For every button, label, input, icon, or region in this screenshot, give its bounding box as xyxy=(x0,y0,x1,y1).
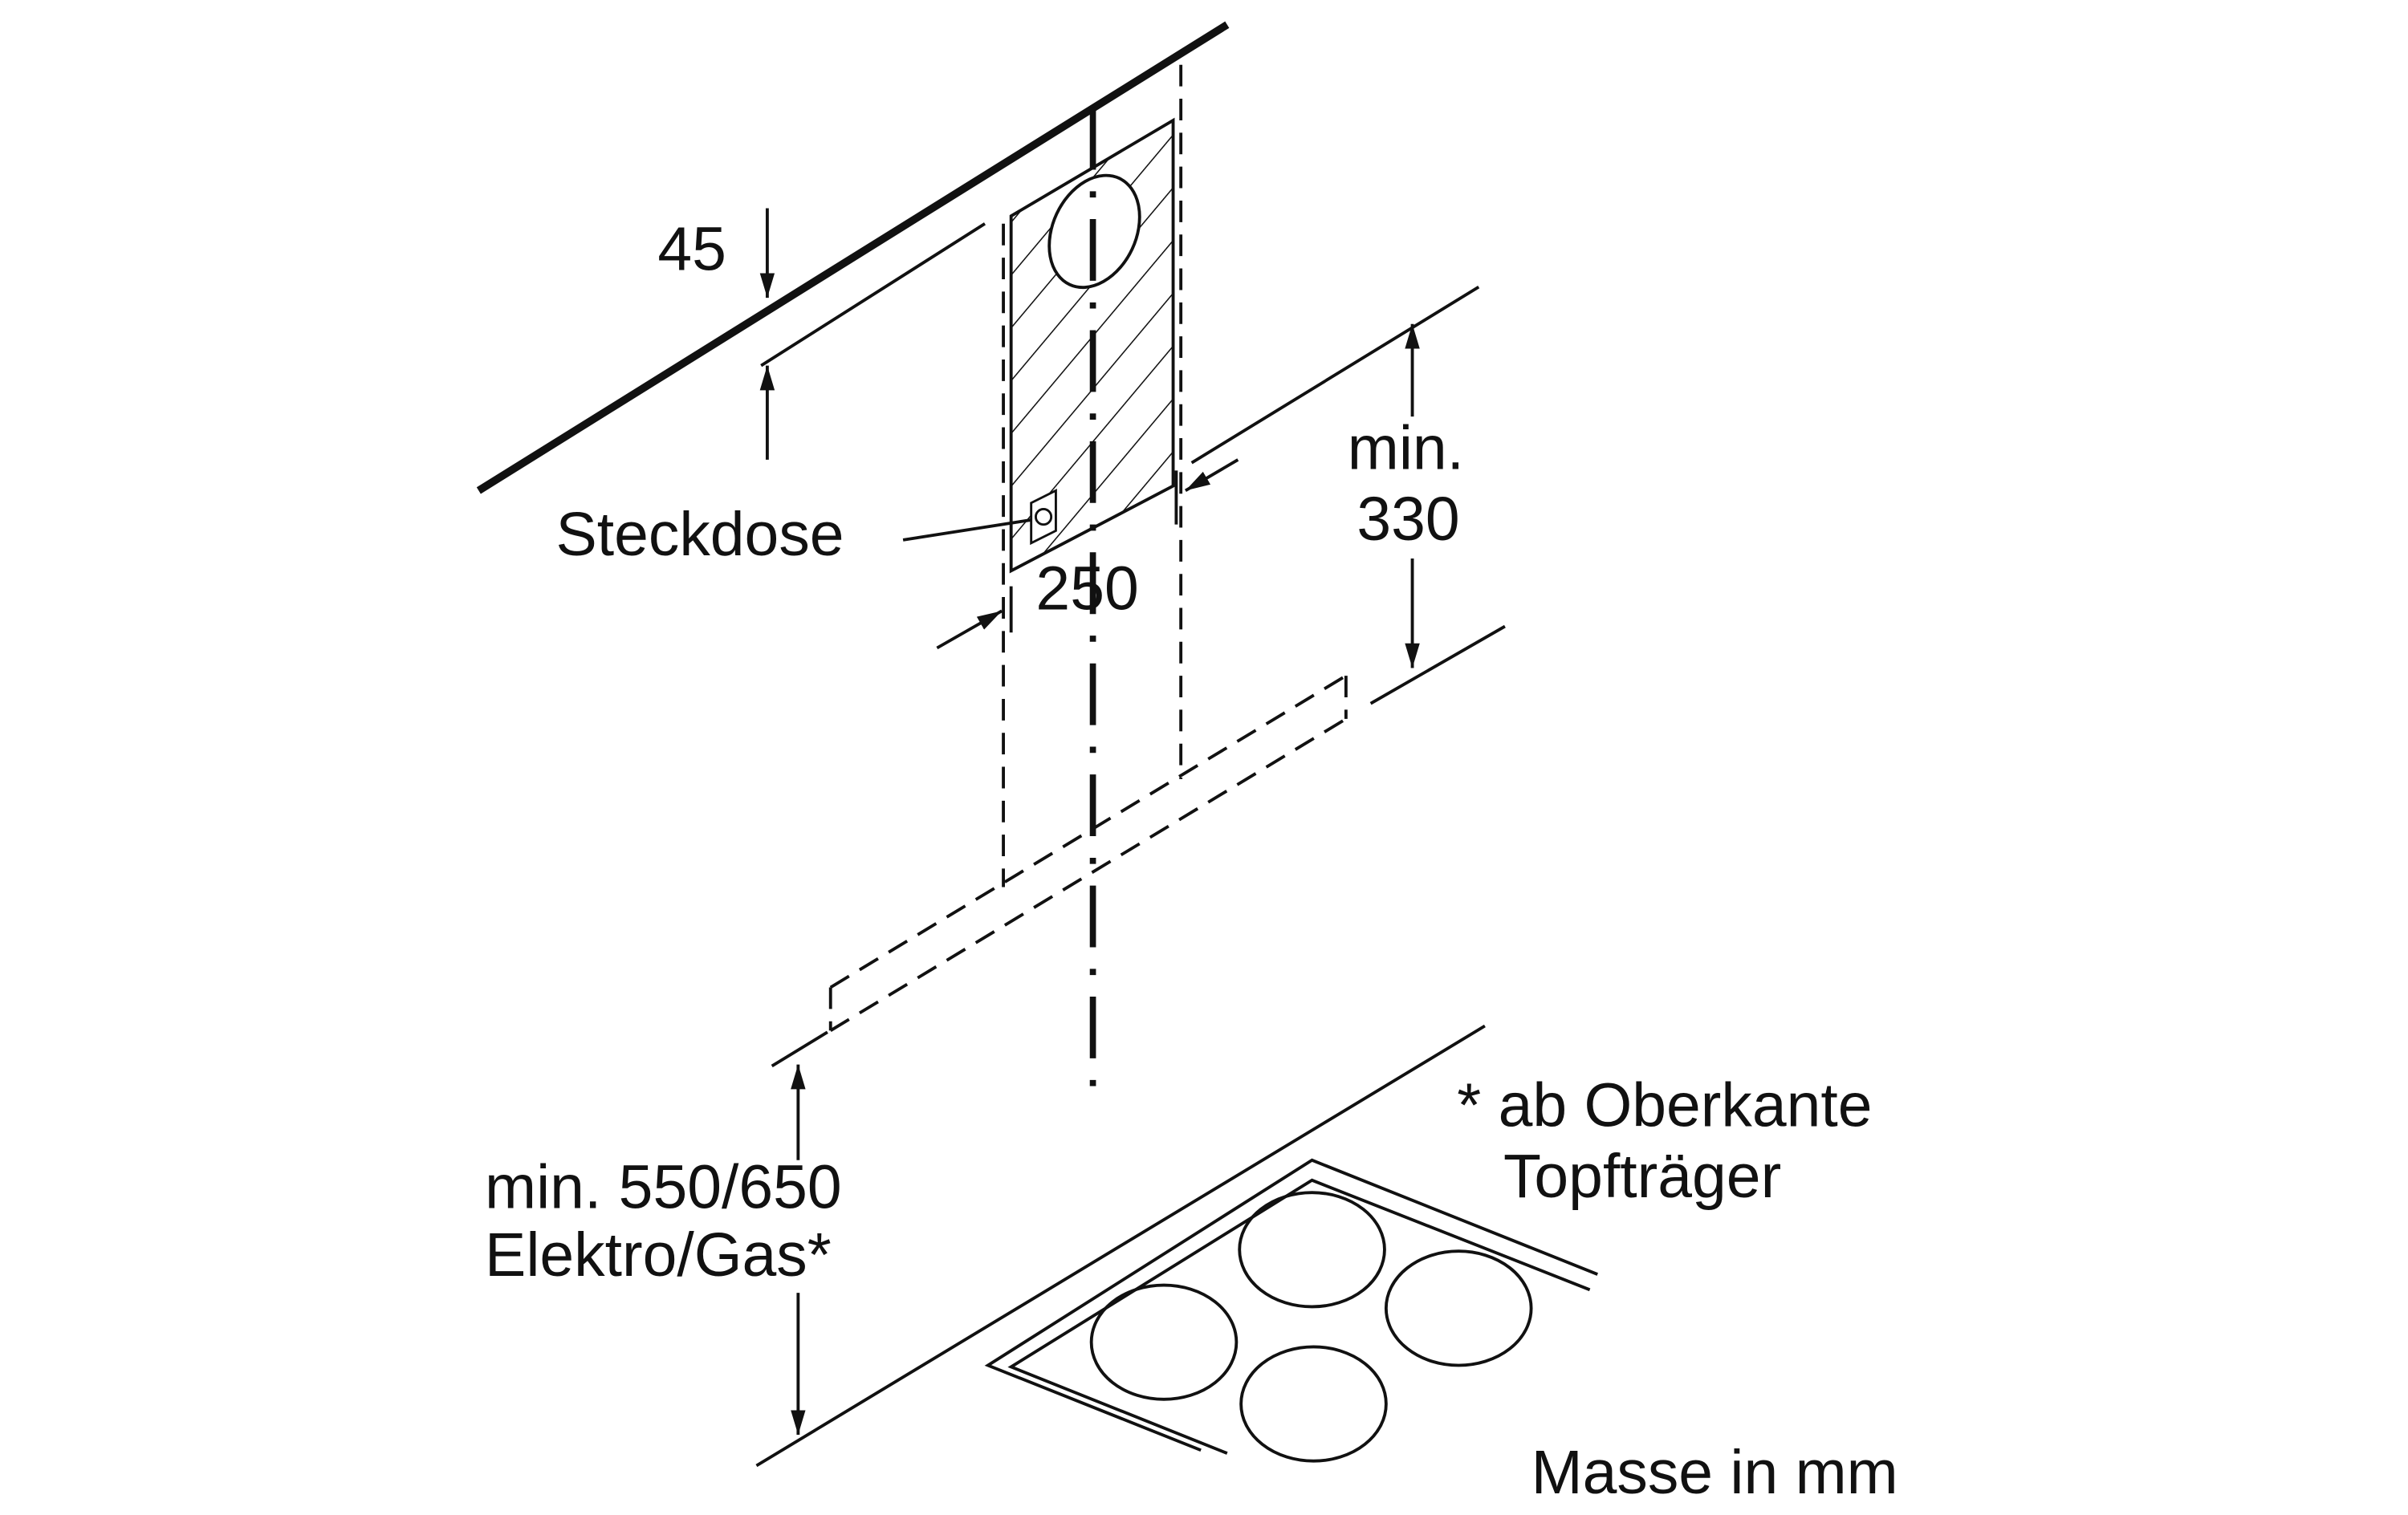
footnote-line1: * ab Oberkante xyxy=(1457,1071,1872,1140)
dim-hob-label-line2: Elektro/Gas* xyxy=(485,1221,832,1290)
footnote-line2: Topfträger xyxy=(1503,1142,1781,1211)
hob xyxy=(984,1158,1598,1463)
dim-hob-label-line1: min. 550/650 xyxy=(485,1152,842,1221)
dim-250-label: 250 xyxy=(1035,554,1138,623)
burner-icon xyxy=(1384,1249,1533,1367)
burner-icon xyxy=(1239,1345,1388,1463)
dim-330-ref-top xyxy=(1190,285,1480,465)
dim-hob-ref-bottom xyxy=(755,1024,1486,1468)
socket-leader-line xyxy=(902,518,1031,542)
dim-250-arrow-left xyxy=(936,609,1003,650)
dim-250-arrow-right xyxy=(1184,458,1239,493)
units-note: Masse in mm xyxy=(1531,1438,1898,1507)
dim-hob-ref-top xyxy=(771,1030,828,1068)
socket-icon xyxy=(1030,489,1057,546)
dim-330-label-line2: 330 xyxy=(1357,485,1459,554)
dim-330-label-line1: min. xyxy=(1348,413,1464,482)
wall-edge-line xyxy=(476,21,1230,494)
burner-icon xyxy=(1238,1191,1386,1309)
wall-offset-line xyxy=(760,222,986,368)
socket-label: Steckdose xyxy=(556,500,844,569)
dim-330-ref-bottom xyxy=(1369,624,1506,705)
dim-45-label: 45 xyxy=(657,214,726,283)
burner-icon xyxy=(1089,1283,1239,1401)
hood-outline-dashed xyxy=(828,674,1348,1032)
